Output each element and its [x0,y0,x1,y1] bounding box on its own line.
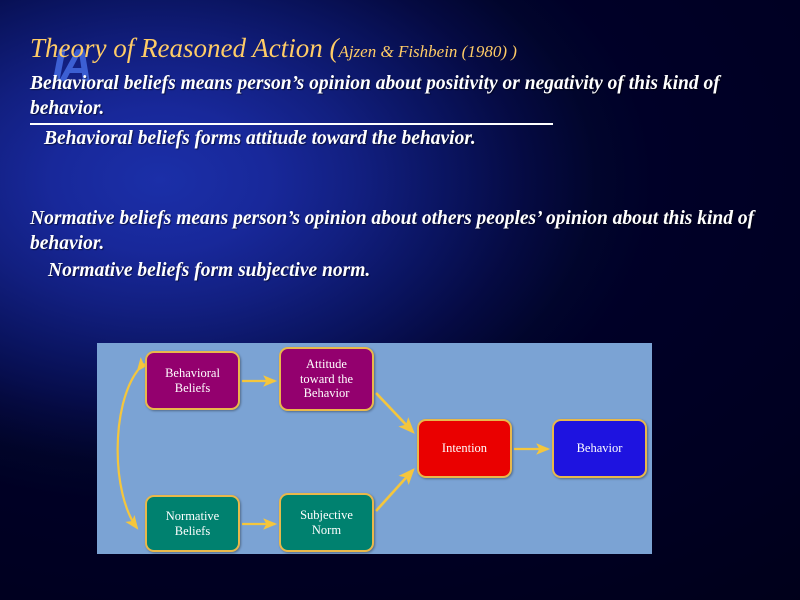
diagram-node-behavior-label: Behavior [576,441,623,456]
body-subpoint-normative-beliefs: Normative beliefs form subjective norm. [48,260,371,281]
arrow-attitude-to-intention [375,392,415,434]
page-title-main: Theory of Reasoned Action ( [30,33,339,63]
arrow-subjective-norm-to-intention [375,468,415,512]
institution-watermark-logo: IA [52,39,93,91]
body-paragraph-normative-beliefs: Normative beliefs means person’s opinion… [30,208,755,254]
horizontal-divider-rule [30,123,553,125]
diagram-node-intention[interactable]: Intention [417,419,512,478]
diagram-node-intention-label: Intention [441,441,488,456]
diagram-node-behavior[interactable]: Behavior [552,419,647,478]
body-paragraph-behavioral-beliefs: Behavioral beliefs means person’s opinio… [30,73,720,119]
page-title-citation: Ajzen & Fishbein (1980) ) [338,42,517,61]
body-subpoint-behavioral-beliefs: Behavioral beliefs forms attitude toward… [44,128,476,149]
arrow-beliefs-bidirectional-curve [116,357,150,530]
diagram-arrows-layer [116,357,551,530]
page-title: Theory of Reasoned Action (Ajzen & Fishb… [30,33,775,67]
